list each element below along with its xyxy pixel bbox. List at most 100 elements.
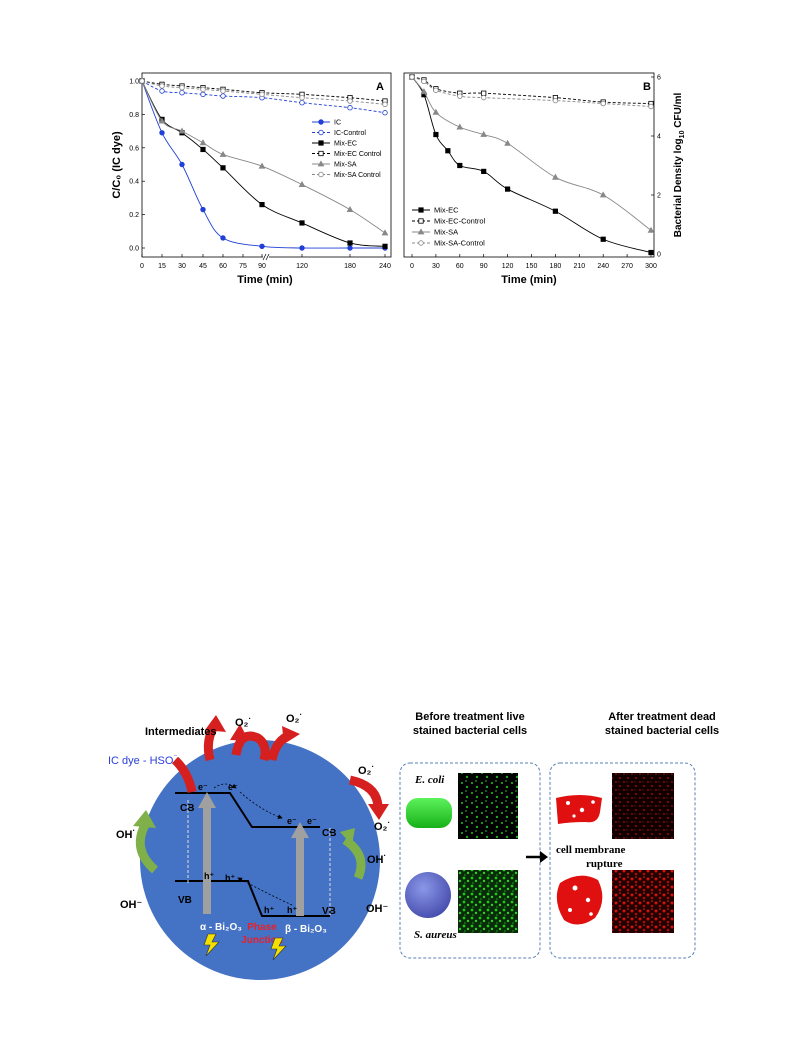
chart-b-data-point — [481, 94, 487, 101]
light-bolt-left-icon — [203, 933, 220, 957]
chart-a-data-point — [299, 245, 305, 251]
o2-radical-label-3: O₂· — [358, 762, 374, 777]
chart-b-data-point — [600, 100, 606, 107]
electron-2: e⁻ — [228, 782, 238, 792]
chart-a-legend-label: Mix-EC — [334, 141, 357, 148]
chart-b-x-axis-label: Time (min) — [501, 274, 557, 286]
rupture-label-line2: rupture — [586, 858, 623, 870]
ic-dye-label: IC dye - HSO⁻ — [108, 752, 178, 767]
chart-a-data-point — [382, 243, 388, 249]
chart-b-data-point — [504, 186, 511, 192]
chart-b-data-point — [409, 74, 415, 80]
after-box — [549, 762, 696, 959]
chart-b-x-tick-label: 300 — [645, 263, 657, 270]
junction-label: Junction — [241, 935, 283, 946]
chart-a-data-point — [179, 161, 185, 168]
chart-b-data-point — [648, 103, 654, 110]
electron-1: e⁻ — [198, 782, 208, 792]
chart-b-data-point — [552, 208, 559, 214]
alpha-bi2o3-label: α - Bi₂O₃ — [200, 922, 242, 933]
chart-b-y-tick-label: 4 — [657, 134, 661, 141]
oh-minus-label-right: OH⁻ — [366, 903, 389, 915]
red-arrowhead-o2-1 — [230, 724, 249, 741]
chart-a-data-point — [159, 130, 165, 136]
chart-b-x-tick-label: 210 — [573, 263, 585, 270]
chart-b-legend-marker — [418, 240, 424, 246]
chart-a-data-point — [299, 220, 305, 226]
beta-bi2o3-label: β - Bi₂O₃ — [285, 924, 327, 935]
red-arrow-dye — [171, 756, 197, 793]
chart-a-data-point — [179, 89, 185, 96]
chart-a-x-tick-label: 75 — [239, 263, 247, 270]
chart-b-data-point — [481, 168, 487, 174]
chart-a-data-point — [220, 235, 226, 241]
chart-a-data-point — [159, 88, 165, 94]
chart-a-legend-marker — [318, 119, 324, 125]
chart-a-data-point — [139, 78, 145, 84]
chart-a-y-tick-label: 0.8 — [129, 112, 139, 119]
vb-label-left: VB — [178, 895, 192, 906]
excitation-arrow-left — [203, 806, 211, 914]
saureus-dead-micrograph — [612, 870, 674, 933]
chart-a-data-point — [346, 205, 354, 212]
chart-a-x-tick-label: 30 — [178, 263, 186, 270]
cb-label-right: CB — [322, 828, 336, 839]
chart-a-data-point — [299, 100, 305, 106]
chart-b-x-tick-label: 120 — [502, 263, 514, 270]
membrane-pore — [566, 801, 570, 805]
chart-b-y-tick-label: 2 — [657, 193, 661, 200]
chart-b-data-point — [421, 78, 427, 85]
membrane-pore — [591, 800, 595, 804]
chart-b-data-point — [481, 90, 487, 96]
chart-b-data-point — [432, 108, 440, 115]
membrane-pore — [579, 807, 585, 813]
intermediates-label: Intermediates — [145, 726, 217, 738]
chart-a-x-tick-label: 180 — [344, 263, 356, 270]
chart-a-y-tick-label: 0.6 — [129, 145, 139, 152]
chart-a-data-point — [299, 94, 305, 101]
hole-1: h⁺ — [204, 871, 214, 881]
chart-b-series-line — [411, 76, 652, 253]
chart-a-legend-marker — [317, 160, 325, 167]
chart-a-data-point — [259, 201, 265, 208]
chart-b-x-tick-label: 30 — [432, 263, 440, 270]
chart-b-legend-label: Mix-SA — [434, 228, 458, 237]
chart-b-data-point — [504, 139, 511, 146]
electron-transfer-arrow-2 — [239, 791, 283, 819]
chart-a-y-axis-label: C/C₀ (IC dye) — [111, 131, 123, 199]
chart-a-axis-break — [263, 253, 269, 261]
chart-b-y-axis-label: Bacterial Density log10 CFU/ml — [673, 93, 686, 238]
membrane-pore — [568, 908, 572, 912]
membrane-pore — [572, 885, 578, 891]
oh-minus-label-left: OH⁻ — [120, 899, 143, 911]
ecoli-dead-cell-icon — [556, 795, 602, 824]
membrane-pore — [585, 897, 591, 903]
chart-a-x-tick-label: 240 — [379, 263, 391, 270]
saureus-dead-cell-icon — [556, 875, 603, 925]
chart-a-data-point — [219, 150, 227, 157]
chart-a-y-tick-label: 0.2 — [129, 212, 139, 219]
chart-a-data-point — [259, 243, 265, 250]
chart-a-data-point — [220, 88, 226, 94]
membrane-pore — [589, 912, 593, 916]
chart-b-data-point — [480, 130, 488, 137]
oh-radical-label-left: OH· — [116, 826, 135, 841]
chart-b-y-tick-label: 6 — [657, 75, 661, 82]
chart-a-data-point — [347, 245, 353, 251]
chart-a-x-tick-label: 90 — [258, 263, 266, 270]
excitation-arrowhead-left — [198, 792, 216, 808]
chart-a-data-point — [178, 127, 186, 134]
chart-b-data-point — [599, 191, 607, 198]
chart-a-y-tick-label: 0.0 — [129, 246, 139, 253]
chart-a-legend-marker — [318, 150, 324, 157]
chart-b-series-line — [411, 76, 652, 104]
chart-a-legend-marker — [318, 140, 324, 146]
phase-label: Phase — [247, 922, 277, 933]
chart-b-data-point — [433, 131, 439, 138]
chart-a-data-point — [159, 83, 165, 89]
o2-radical-label-2: O₂· — [286, 710, 302, 725]
ecoli-label: E. coli — [414, 774, 445, 786]
chart-b-y-tick-label: 0 — [657, 252, 661, 259]
chart-a-legend-label: IC-Control — [334, 130, 366, 137]
